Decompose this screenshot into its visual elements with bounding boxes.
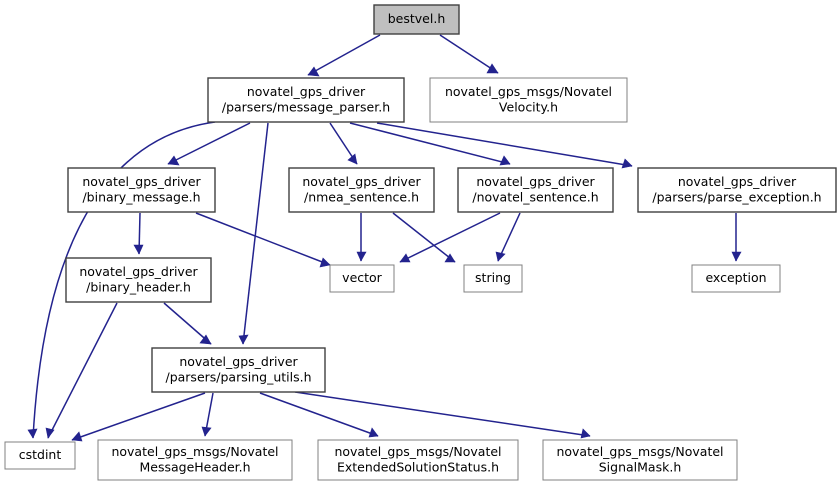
arrowhead-icon (347, 153, 358, 165)
arrowhead-icon (27, 428, 38, 439)
edge-line (71, 392, 206, 441)
arrowhead-icon (499, 155, 511, 166)
arrowhead-icon (731, 251, 742, 262)
arrowhead-icon (319, 257, 331, 268)
edge-bestvel-to-novatel_velocity (439, 34, 499, 74)
arrowhead-icon (580, 428, 591, 439)
edge-parsing_utils-to-novatel_extended_solution_status (259, 392, 379, 438)
node-box[interactable] (67, 167, 216, 213)
node-message_parser[interactable]: novatel_gps_driver/parsers/message_parse… (207, 77, 405, 123)
node-novatel_extended_solution_status[interactable]: novatel_gps_msgs/NovatelExtendedSolution… (317, 439, 519, 481)
node-box[interactable] (463, 264, 523, 293)
arrowhead-icon (199, 334, 212, 345)
arrowhead-icon (368, 427, 379, 438)
node-binary_message[interactable]: novatel_gps_driver/binary_message.h (67, 167, 216, 213)
arrowhead-icon (621, 158, 633, 169)
edge-binary_message-to-binary_header (133, 212, 144, 255)
node-binary_header[interactable]: novatel_gps_driver/binary_header.h (65, 257, 212, 303)
edge-line (242, 122, 269, 345)
edge-line (47, 302, 118, 439)
edge-line (259, 392, 379, 437)
node-bestvel[interactable]: bestvel.h (373, 4, 460, 35)
edge-line (376, 122, 633, 167)
edge-novatel_sentence-to-string (495, 212, 521, 262)
arrowhead-icon (133, 244, 144, 255)
edge-line (349, 122, 511, 165)
arrowhead-icon (201, 426, 212, 437)
nodes-layer: bestvel.h novatel_gps_driver/parsers/mess… (4, 4, 837, 481)
node-box[interactable] (207, 77, 405, 123)
edge-line (294, 391, 591, 437)
node-parsing_utils[interactable]: novatel_gps_driver/parsers/parsing_utils… (151, 347, 326, 393)
edge-nmea_sentence-to-string (392, 212, 456, 263)
node-cstdint[interactable]: cstdint (4, 441, 76, 470)
edge-novatel_sentence-to-vector (399, 212, 501, 263)
node-box[interactable] (457, 167, 614, 213)
arrowhead-icon (356, 251, 367, 262)
edges-layer (27, 34, 742, 442)
node-exception[interactable]: exception (691, 264, 781, 293)
edge-line (439, 34, 499, 74)
node-box[interactable] (97, 439, 293, 481)
edge-message_parser-to-novatel_sentence (349, 122, 511, 166)
edge-parsing_utils-to-novatel_signal_mask (294, 391, 591, 439)
edge-line (399, 212, 501, 263)
arrowhead-icon (238, 334, 249, 345)
edge-binary_header-to-cstdint (45, 302, 118, 439)
edge-message_parser-to-nmea_sentence (329, 122, 358, 165)
edge-message_parser-to-parsing_utils (238, 122, 269, 345)
node-box[interactable] (65, 257, 212, 303)
edge-line (167, 122, 251, 165)
edge-line (163, 302, 212, 345)
node-box[interactable] (429, 77, 628, 123)
edge-parsing_utils-to-cstdint (71, 392, 206, 442)
edge-bestvel-to-message_parser (307, 34, 381, 77)
edge-parse_exception-to-exception (731, 213, 742, 262)
node-box[interactable] (151, 347, 326, 393)
arrowhead-icon (167, 155, 180, 166)
node-box[interactable] (317, 439, 519, 481)
node-box[interactable] (373, 4, 460, 35)
arrowhead-icon (45, 427, 55, 439)
arrowhead-icon (444, 253, 456, 263)
node-box[interactable] (637, 167, 837, 213)
edge-message_parser-to-parse_exception (376, 122, 633, 169)
arrowhead-icon (307, 66, 320, 77)
node-vector[interactable]: vector (329, 264, 395, 293)
edge-parsing_utils-to-novatel_message_header (201, 392, 214, 437)
node-string[interactable]: string (463, 264, 523, 293)
arrowhead-icon (486, 63, 499, 74)
node-box[interactable] (691, 264, 781, 293)
node-parse_exception[interactable]: novatel_gps_driver/parsers/parse_excepti… (637, 167, 837, 213)
edge-line (195, 212, 331, 266)
node-box[interactable] (4, 441, 76, 470)
node-nmea_sentence[interactable]: novatel_gps_driver/nmea_sentence.h (288, 167, 435, 213)
edge-nmea_sentence-to-vector (356, 213, 367, 262)
arrowhead-icon (495, 251, 506, 262)
edge-binary_message-to-vector (195, 212, 331, 268)
node-box[interactable] (542, 439, 738, 481)
edge-binary_header-to-parsing_utils (163, 302, 212, 345)
arrowhead-icon (71, 431, 83, 442)
node-box[interactable] (329, 264, 395, 293)
edge-line (307, 34, 381, 76)
node-box[interactable] (288, 167, 435, 213)
node-novatel_sentence[interactable]: novatel_gps_driver/novatel_sentence.h (457, 167, 614, 213)
arrowhead-icon (399, 253, 411, 263)
edge-line (392, 212, 456, 263)
edge-message_parser-to-binary_message (167, 122, 251, 166)
